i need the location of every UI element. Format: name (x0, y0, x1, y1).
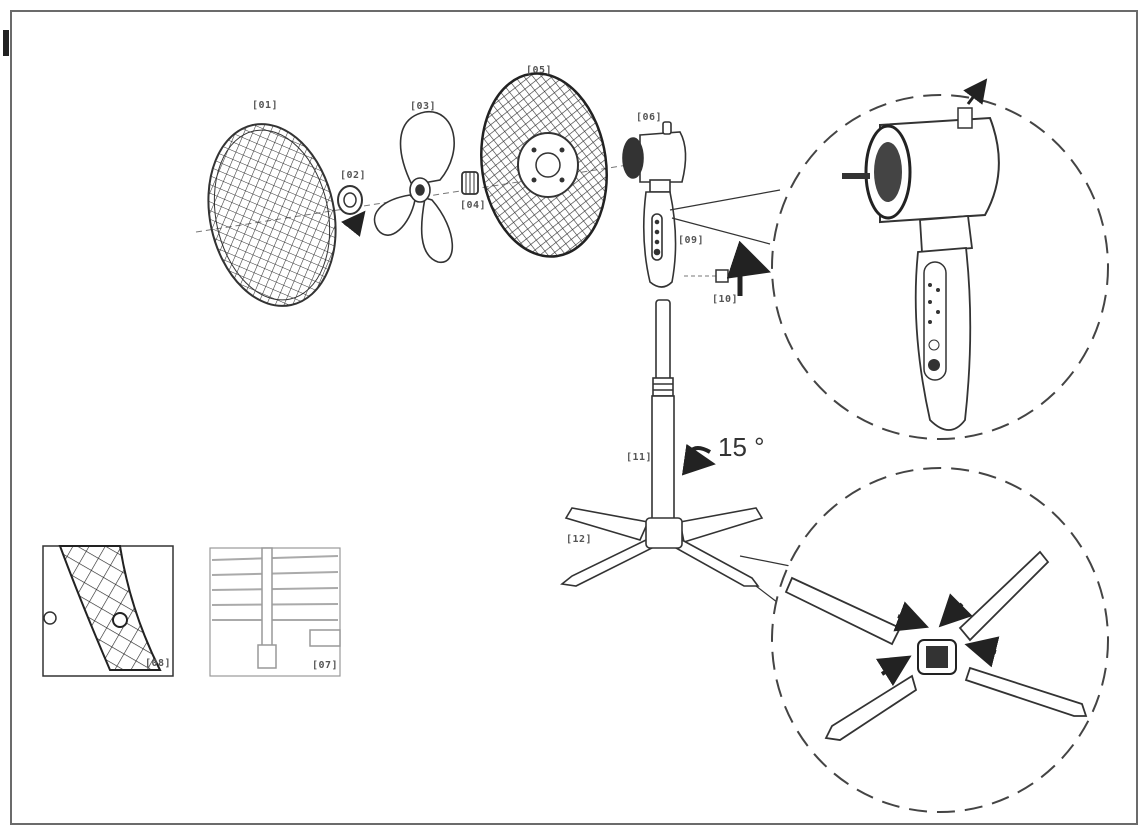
push-arrow-icon (893, 601, 929, 632)
spinner-nut-part (337, 185, 366, 237)
rotation-angle-label: 15 ° (718, 432, 765, 462)
label-part-12: [12] (566, 534, 593, 545)
label-part-03: [03] (410, 101, 437, 112)
pull-arrow-icon (963, 78, 988, 105)
rotate-arrow-icon (341, 210, 366, 237)
grille-clip-inset (42, 545, 174, 677)
label-part-06: [06] (636, 112, 663, 123)
page-frame (10, 10, 1138, 825)
label-part-02: [02] (340, 170, 367, 181)
rear-grille-part (480, 72, 608, 258)
label-part-09: [09] (678, 235, 705, 246)
cross-base-part (560, 507, 764, 587)
base-detail-zoom (771, 467, 1109, 813)
frame-mark (3, 30, 9, 56)
motor-handle-part (642, 191, 677, 288)
telescopic-pole-part (651, 299, 675, 521)
push-arrow-icon (938, 593, 973, 628)
lock-screw-part (684, 240, 771, 296)
fan-blade-part (373, 111, 455, 263)
shaft-collar-part (461, 171, 479, 195)
label-part-08: [08] (145, 658, 172, 669)
front-grille-part (207, 123, 337, 307)
rotate-arrow-icon (681, 443, 716, 476)
label-part-04: [04] (460, 200, 487, 211)
label-part-05: [05] (526, 65, 553, 76)
label-part-07: [07] (312, 660, 339, 671)
push-arrow-icon (875, 655, 912, 687)
label-part-01: [01] (252, 100, 279, 111)
motor-detail-zoom (771, 78, 1109, 440)
push-arrow-icon (964, 636, 1000, 668)
label-part-10: [10] (712, 294, 739, 305)
motor-housing-part (622, 121, 687, 193)
rotate-arrow-icon (726, 240, 771, 296)
label-part-11: [11] (626, 452, 653, 463)
grille-latch-inset (209, 547, 341, 677)
